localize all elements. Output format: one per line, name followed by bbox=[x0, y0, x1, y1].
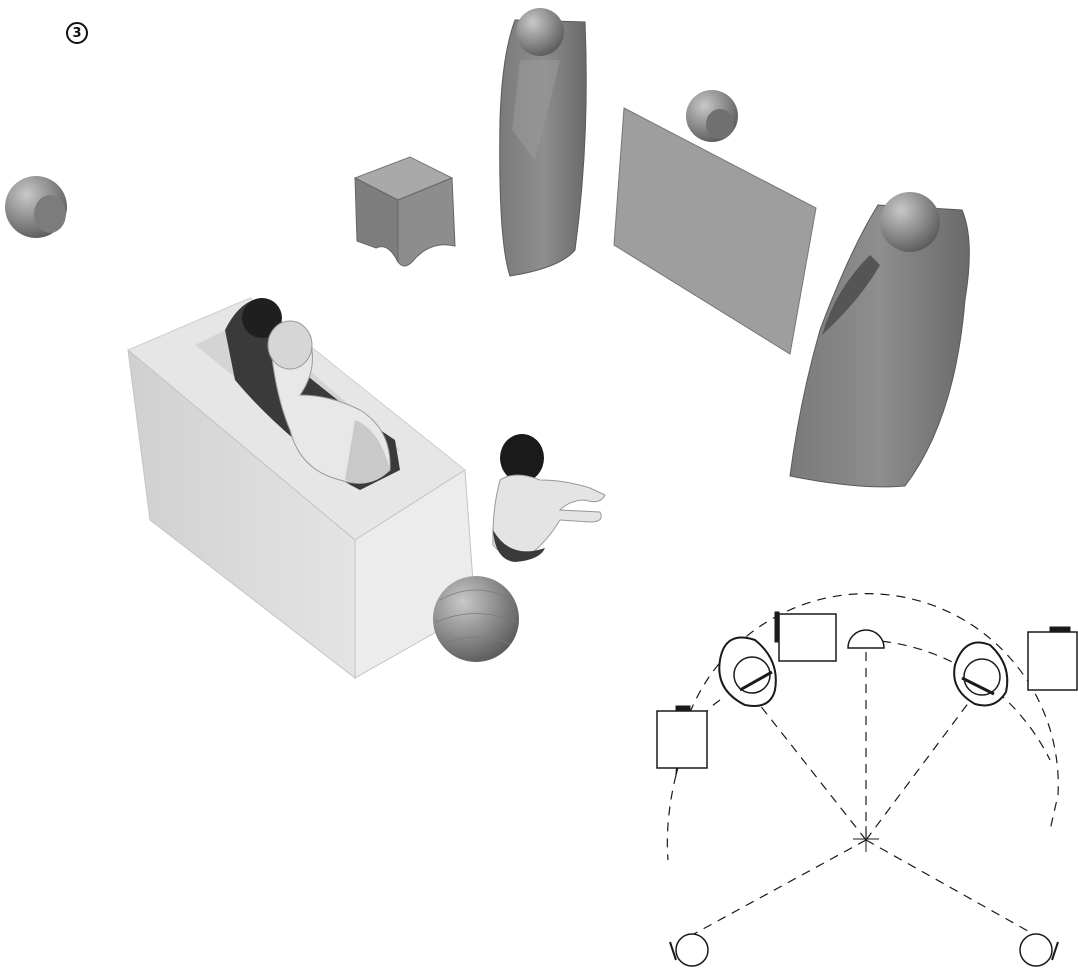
floorplan-cabinet-right bbox=[1027, 631, 1078, 691]
speaker-layout-floorplan bbox=[656, 593, 1078, 967]
center-speaker bbox=[686, 90, 738, 142]
front-left-tower-speaker bbox=[499, 8, 587, 277]
floorplan-front-left-speaker bbox=[718, 636, 777, 707]
floorplan-center-speaker bbox=[847, 629, 885, 649]
floorplan-surround-right-speaker bbox=[1019, 933, 1059, 967]
floorplan-screen-left bbox=[778, 613, 837, 662]
step-number-badge: 3 bbox=[66, 22, 88, 44]
front-right-tower-speaker bbox=[789, 192, 970, 488]
projection-screen bbox=[613, 107, 817, 355]
adult-listeners bbox=[225, 298, 400, 490]
floorplan-surround-left-speaker bbox=[669, 933, 709, 967]
child-listener bbox=[492, 434, 606, 562]
floorplan-front-right-speaker bbox=[953, 641, 1009, 707]
subwoofer bbox=[353, 156, 456, 267]
surround-right-speaker bbox=[433, 576, 519, 662]
floorplan-cabinet-left bbox=[656, 710, 708, 769]
surround-left-speaker bbox=[5, 176, 67, 238]
